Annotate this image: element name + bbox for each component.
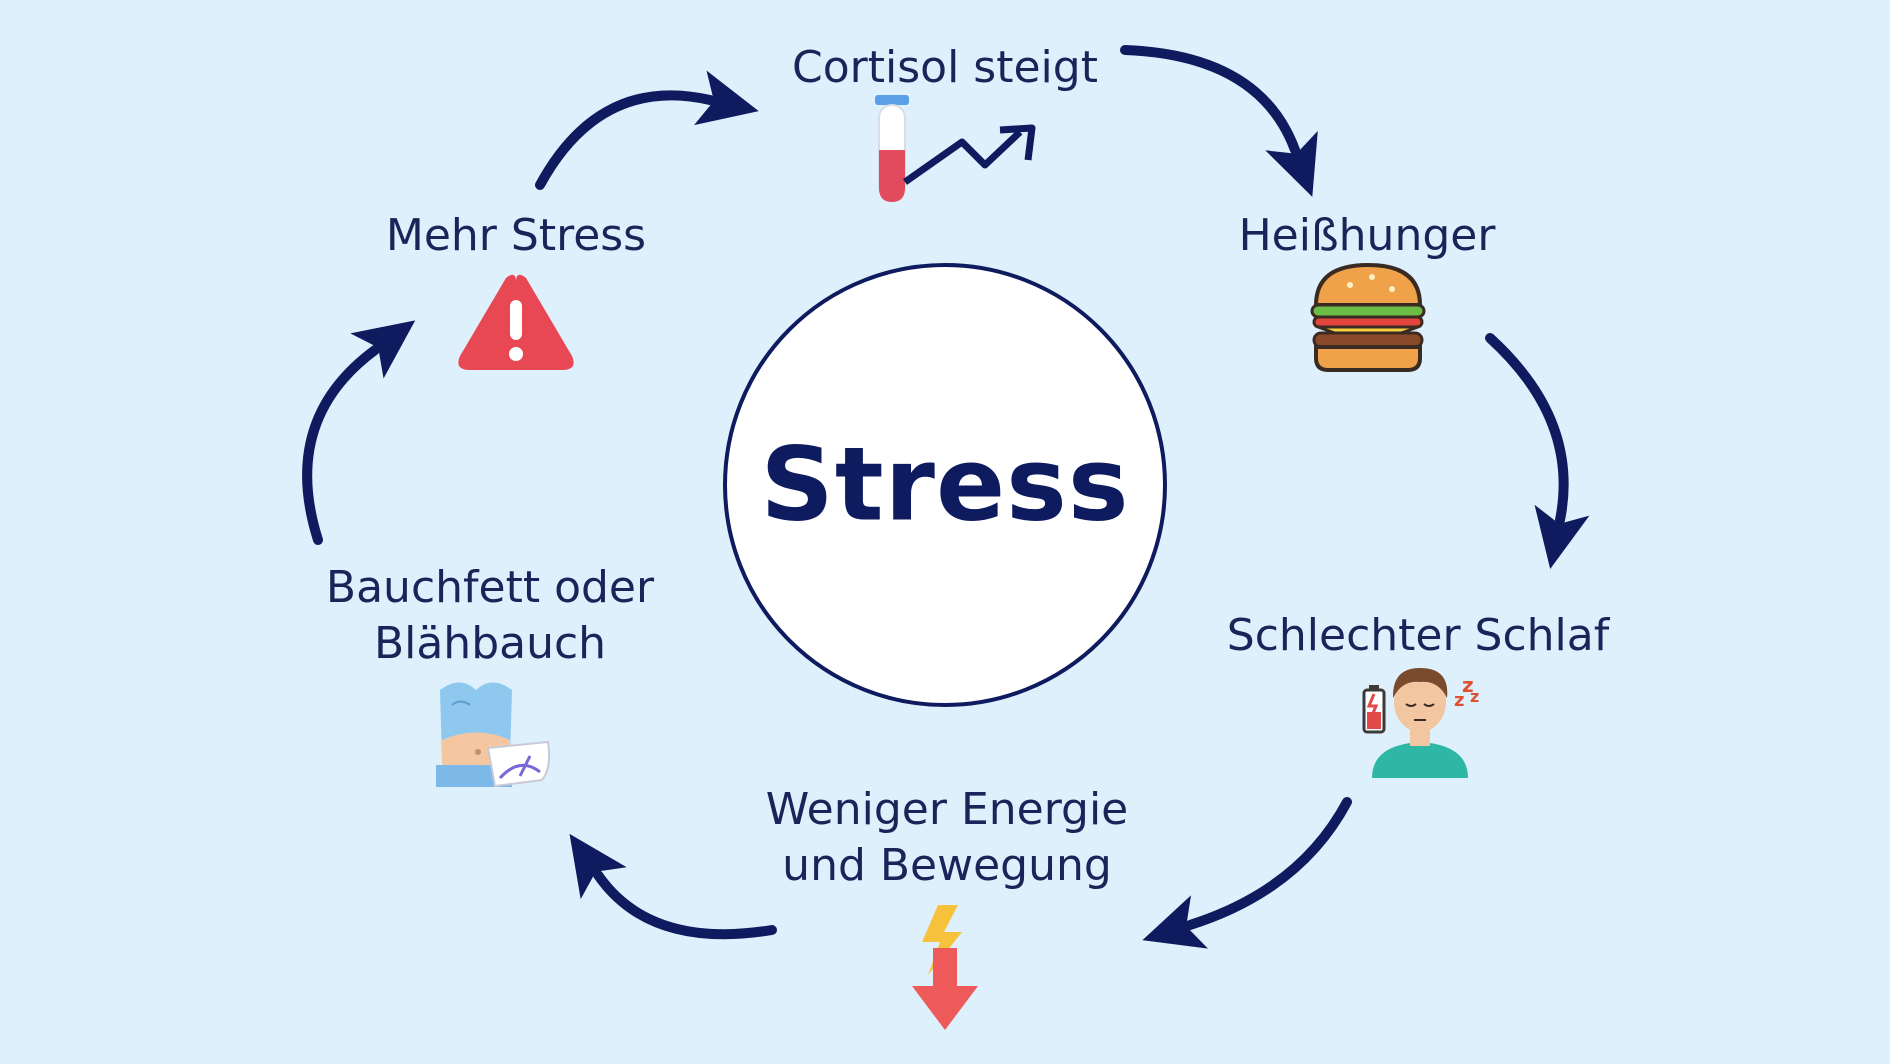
energy-down-icon (912, 905, 978, 1030)
step-label-heisshunger: Heißhunger (1239, 208, 1496, 264)
arrow-energie-to-bauchfett (569, 833, 777, 940)
belly-scale-icon (436, 682, 551, 788)
svg-text:z: z (1462, 673, 1474, 697)
svg-text:z: z (1454, 690, 1464, 711)
arrow-schlaf-to-energie (1142, 797, 1352, 949)
step-label-schlechter-schlaf: Schlechter Schlaf (1227, 608, 1609, 664)
step-label-line: Schlechter Schlaf (1226, 610, 1610, 661)
center-circle (723, 263, 1167, 707)
arrow-bauchfett-to-mehr-stress (302, 320, 416, 545)
step-label-mehr-stress: Mehr Stress (386, 208, 646, 264)
step-label-line: Weniger Energie (765, 784, 1129, 835)
arrow-cortisol-to-heisshunger (1120, 45, 1318, 197)
step-label-cortisol-steigt: Cortisol steigt (792, 40, 1098, 96)
step-label-line: Blähbauch (373, 618, 607, 669)
step-label-line: und Bewegung (782, 840, 1112, 891)
step-label-line: Cortisol steigt (792, 42, 1098, 93)
burger-icon (1310, 262, 1426, 372)
step-label-line: Heißhunger (1238, 210, 1496, 261)
step-label-bauchfett: Bauchfett oder Blähbauch (326, 560, 654, 672)
warning-icon (458, 274, 574, 370)
test-tube-trend-icon (875, 95, 1036, 202)
step-label-line: Bauchfett oder (325, 562, 655, 613)
step-label-line: Mehr Stress (385, 210, 647, 261)
step-label-weniger-energie: Weniger Energie und Bewegung (766, 782, 1128, 894)
arrow-heisshunger-to-schlaf (1485, 333, 1590, 570)
arrow-mehr-stress-to-cortisol (535, 70, 759, 190)
center-label: Stress (760, 425, 1130, 545)
svg-text:z: z (1470, 687, 1479, 706)
tired-person-icon: z z z (1362, 668, 1479, 778)
